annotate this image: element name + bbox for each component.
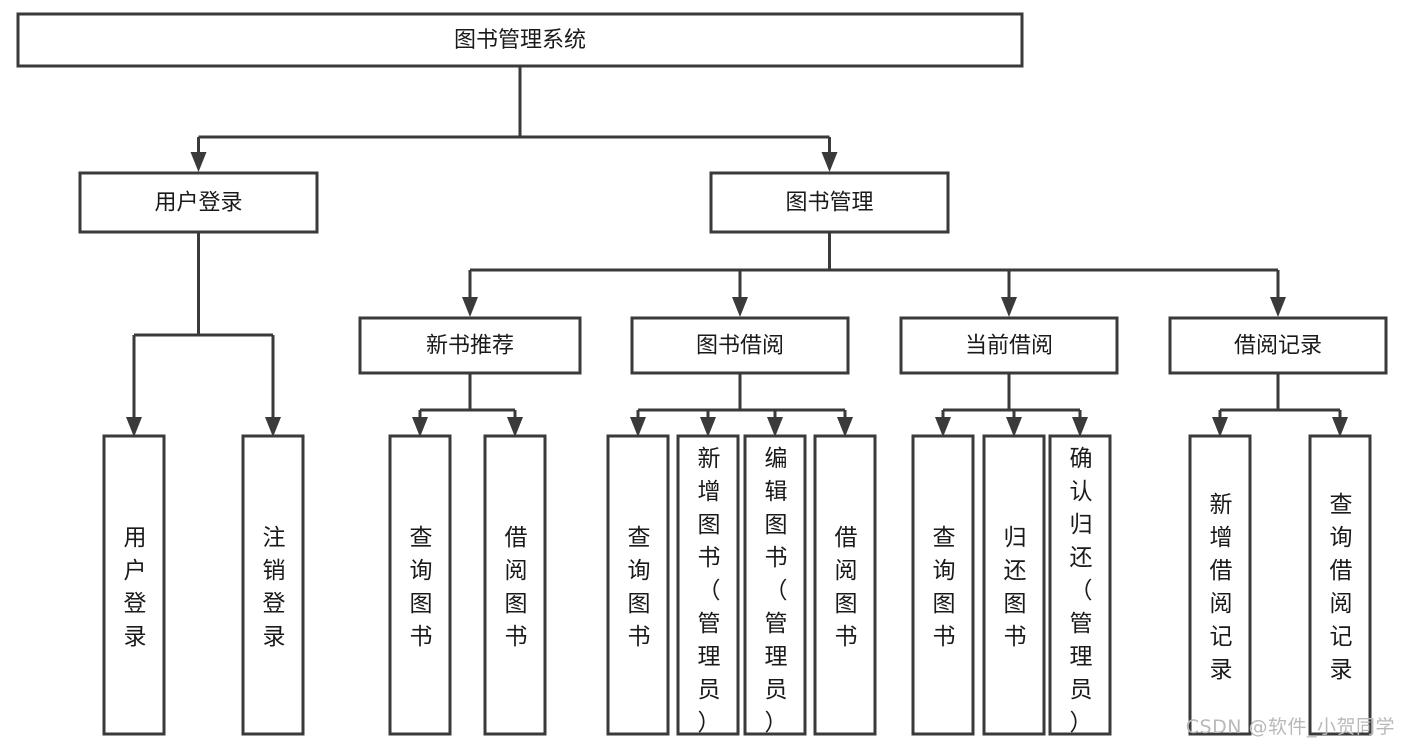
node-leaf-query-book-2[interactable]: 查询图书 xyxy=(606,434,670,736)
node-label: 查询图书 xyxy=(933,525,956,650)
node-new-book-rec[interactable]: 新书推荐 xyxy=(358,316,582,375)
node-label: 用户登录 xyxy=(124,525,147,650)
node-layer: 图书管理系统用户登录图书管理新书推荐图书借阅当前借阅借阅记录用户登录注销登录查询… xyxy=(16,12,1388,736)
node-leaf-confirm-return[interactable]: 确认归还（管理员） xyxy=(1048,434,1112,736)
node-borrow-record[interactable]: 借阅记录 xyxy=(1168,316,1388,375)
node-leaf-edit-book[interactable]: 编辑图书（管理员） xyxy=(743,434,807,736)
node-label: 借阅记录 xyxy=(1234,334,1322,359)
node-label: 新书推荐 xyxy=(426,334,514,359)
node-leaf-user-login[interactable]: 用户登录 xyxy=(102,434,166,736)
node-label: 查询借阅记录 xyxy=(1330,492,1353,683)
node-label: 注销登录 xyxy=(263,525,286,650)
node-label: 新增图书（管理员） xyxy=(698,446,721,736)
node-book-manage[interactable]: 图书管理 xyxy=(709,171,950,234)
node-leaf-query-record[interactable]: 查询借阅记录 xyxy=(1308,434,1372,736)
csdn-watermark: CSDN @软件_小贺同学 xyxy=(1185,716,1395,738)
node-label: 图书借阅 xyxy=(696,334,784,359)
node-leaf-borrow-book-2[interactable]: 借阅图书 xyxy=(813,434,877,736)
node-leaf-return-book[interactable]: 归还图书 xyxy=(982,434,1046,736)
node-leaf-add-book[interactable]: 新增图书（管理员） xyxy=(676,434,740,736)
node-label: 新增借阅记录 xyxy=(1210,492,1233,683)
node-leaf-borrow-book-1[interactable]: 借阅图书 xyxy=(483,434,547,736)
node-label: 查询图书 xyxy=(628,525,651,650)
node-user-login[interactable]: 用户登录 xyxy=(78,171,319,234)
node-label: 图书管理 xyxy=(785,191,873,216)
node-label: 借阅图书 xyxy=(505,525,528,650)
node-leaf-logout[interactable]: 注销登录 xyxy=(241,434,305,736)
node-label: 确认归还（管理员） xyxy=(1070,446,1093,736)
connector-layer xyxy=(126,66,1348,437)
node-leaf-query-book-1[interactable]: 查询图书 xyxy=(388,434,452,736)
node-label: 编辑图书（管理员） xyxy=(765,446,788,736)
node-label: 查询图书 xyxy=(410,525,433,650)
node-label: 借阅图书 xyxy=(835,525,858,650)
node-label: 用户登录 xyxy=(154,191,242,216)
node-leaf-add-record[interactable]: 新增借阅记录 xyxy=(1188,434,1252,736)
node-root[interactable]: 图书管理系统 xyxy=(16,12,1024,68)
node-label: 归还图书 xyxy=(1004,525,1027,650)
node-current-borrow[interactable]: 当前借阅 xyxy=(899,316,1119,375)
node-leaf-query-book-3[interactable]: 查询图书 xyxy=(911,434,975,736)
node-label: 图书管理系统 xyxy=(454,28,586,53)
node-book-borrow[interactable]: 图书借阅 xyxy=(630,316,850,375)
node-label: 当前借阅 xyxy=(965,334,1053,359)
